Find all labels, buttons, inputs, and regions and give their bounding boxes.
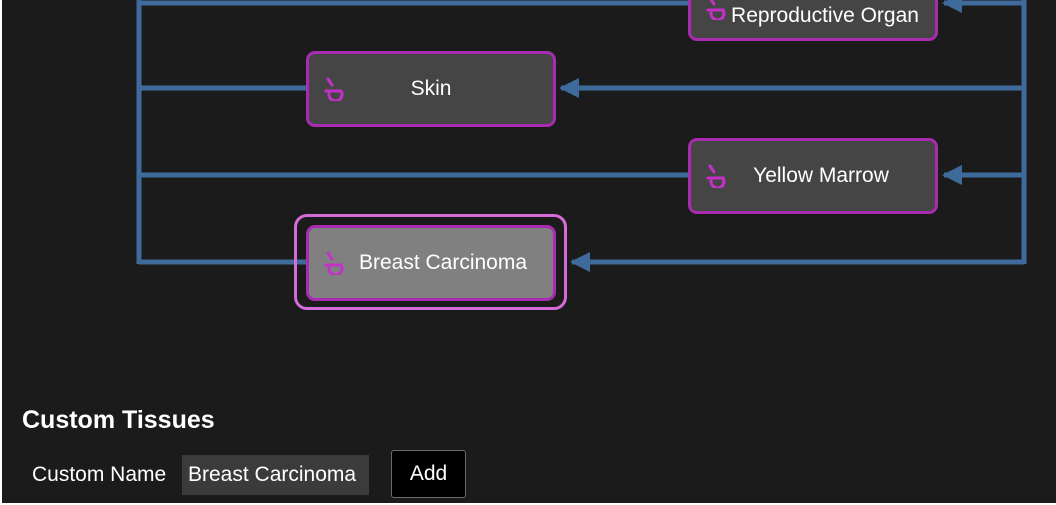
tissue-node-skin[interactable]: Skin: [306, 51, 556, 127]
node-label: Reproductive Organ: [731, 4, 919, 27]
tissue-icon: [324, 251, 344, 275]
custom-name-label: Custom Name: [32, 463, 167, 486]
tissue-node-breast-carcinoma[interactable]: Breast Carcinoma: [306, 225, 556, 301]
tissue-icon: [706, 0, 726, 20]
tissue-node-reproductive-organ[interactable]: Reproductive Organ: [688, 0, 938, 41]
tissue-graph: Reproductive Organ Skin Yellow Marrow: [2, 0, 1056, 400]
tissue-node-yellow-marrow[interactable]: Yellow Marrow: [688, 138, 938, 214]
graph-connectors: [136, 0, 1027, 272]
node-label: Yellow Marrow: [753, 164, 889, 187]
selection-highlight: [294, 214, 567, 310]
custom-name-input[interactable]: [182, 455, 369, 495]
tissue-icon: [706, 164, 726, 188]
tissue-icon: [324, 77, 344, 101]
add-button[interactable]: Add: [391, 450, 466, 498]
node-label: Breast Carcinoma: [358, 251, 528, 274]
custom-tissues-heading: Custom Tissues: [22, 406, 215, 434]
node-label: Skin: [410, 77, 452, 100]
